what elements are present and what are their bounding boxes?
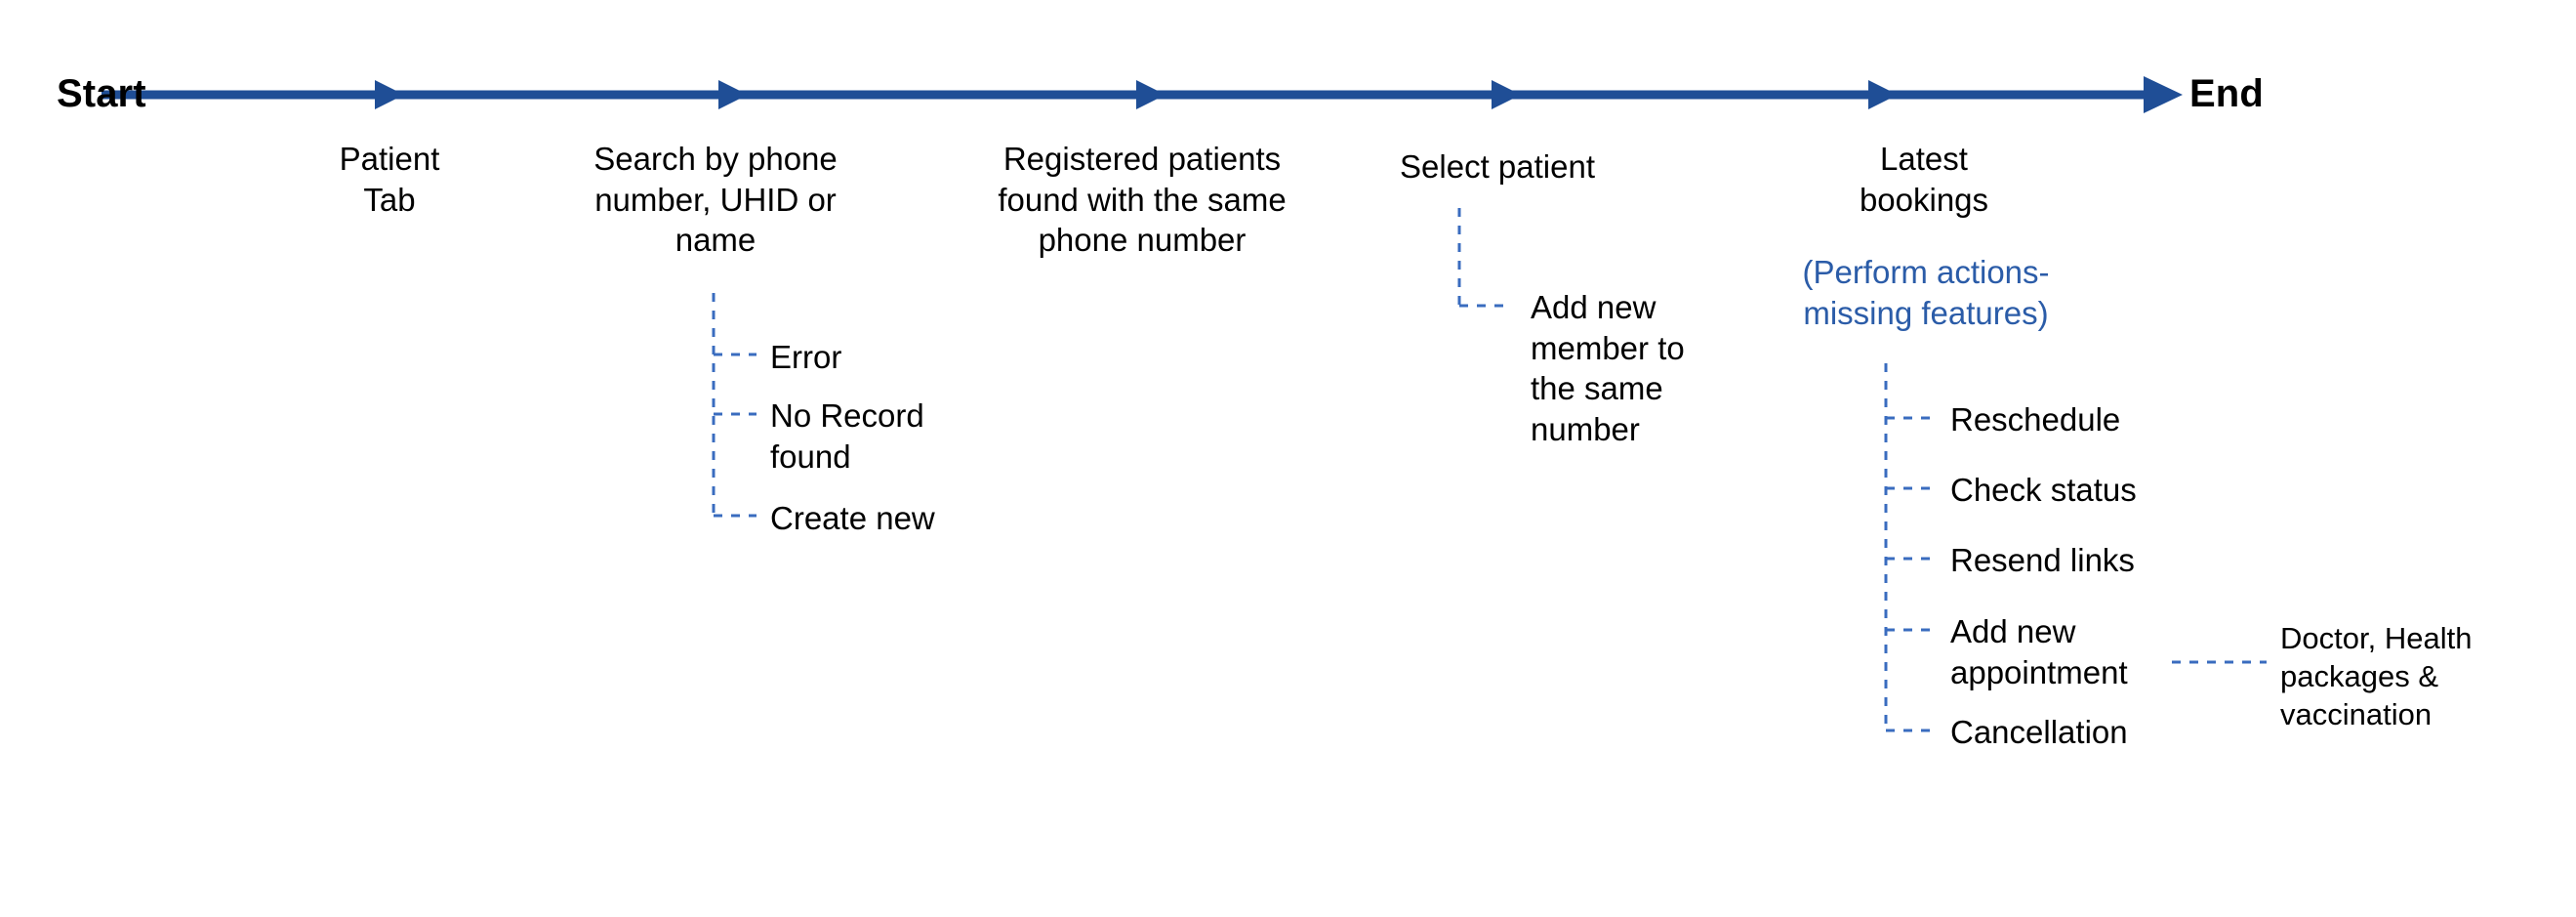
branch-add-new-appointment: Add new appointment <box>1950 613 2128 690</box>
search-branch-connector <box>712 293 756 518</box>
latest-bookings-note: (Perform actions- missing features) <box>1802 254 2050 331</box>
branch-no-record-found: No Record found <box>770 397 924 475</box>
stage-search: Search by phone number, UHID or name <box>593 141 838 259</box>
branch-resend-links: Resend links <box>1950 542 2135 578</box>
branch-check-status: Check status <box>1950 472 2137 508</box>
arrow-right-icon <box>1492 80 1521 109</box>
branch-reschedule: Reschedule <box>1950 401 2121 438</box>
latest-bookings-branch-connector <box>1884 363 1935 732</box>
timeline-axis <box>102 76 2183 113</box>
stage-registered-patients: Registered patients found with the same … <box>998 141 1287 259</box>
end-label: End <box>2189 72 2264 115</box>
arrow-right-icon <box>1868 80 1898 109</box>
stage-select-patient: Select patient <box>1400 148 1595 185</box>
arrow-right-icon <box>375 80 404 109</box>
stage-latest-bookings: Latest bookings <box>1859 141 1989 218</box>
branch-error: Error <box>770 339 842 375</box>
appointment-detail-note: Doctor, Health packages & vaccination <box>2280 621 2473 732</box>
arrow-right-icon <box>718 80 748 109</box>
branch-cancellation: Cancellation <box>1950 714 2128 750</box>
arrow-right-icon <box>2144 76 2183 113</box>
start-label: Start <box>57 72 146 115</box>
arrow-right-icon <box>1136 80 1165 109</box>
branch-add-new-member: Add new member to the same number <box>1531 289 1685 447</box>
branch-create-new: Create new <box>770 500 935 536</box>
stage-patient-tab: Patient Tab <box>339 141 440 218</box>
select-patient-branch-connector <box>1457 208 1508 308</box>
